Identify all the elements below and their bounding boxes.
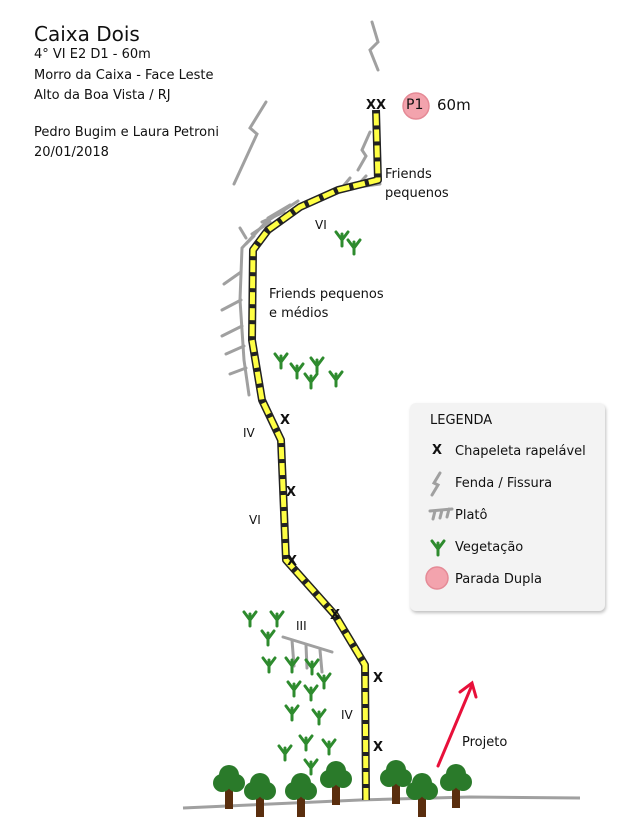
grade-label: VI xyxy=(249,513,261,527)
crack-icon xyxy=(430,471,442,497)
grade-label: IV xyxy=(341,708,353,722)
gear-note-middle-1: Friends pequenos xyxy=(269,287,384,302)
crack-icon xyxy=(368,20,380,72)
project-label: Projeto xyxy=(462,735,508,750)
ground-line xyxy=(182,795,581,810)
belay-circle-icon xyxy=(425,566,449,590)
bolt-x-icon: X xyxy=(286,485,297,500)
location-line-2: Alto da Boa Vista / RJ xyxy=(34,88,171,103)
gear-note-top-2: pequenos xyxy=(385,186,449,201)
authors: Pedro Bugim e Laura Petroni xyxy=(34,125,219,140)
anchor-double-bolt: XX xyxy=(366,98,387,113)
gear-note-middle-2: e médios xyxy=(269,306,329,321)
crack-icon xyxy=(232,100,268,186)
bolt-x-icon: X xyxy=(373,671,384,686)
bolt-x-icon: X xyxy=(287,554,298,569)
belay-circle-icon xyxy=(402,92,430,120)
bolt-x-icon: X xyxy=(330,608,341,623)
crack-icon xyxy=(356,130,372,172)
legend-item-crack: Fenda / Fissura xyxy=(455,476,553,491)
route-line xyxy=(248,109,382,801)
bolt-x-icon: X xyxy=(432,443,443,458)
lower-ledge-feature xyxy=(281,635,334,674)
grade-line: 4° VI E2 D1 - 60m xyxy=(34,47,151,62)
vegetation-icon xyxy=(430,539,446,557)
legend-item-ledge: Platô xyxy=(455,508,488,523)
bolt-x-icon: X xyxy=(373,740,384,755)
grade-label: III xyxy=(296,619,307,633)
belay-label: P1 xyxy=(406,97,424,113)
date: 20/01/2018 xyxy=(34,145,109,160)
legend-item-vegetation: Vegetação xyxy=(455,540,524,555)
grade-label: VI xyxy=(315,218,327,232)
project-arrow xyxy=(436,680,478,768)
rock-edge-feature xyxy=(220,199,300,397)
pitch-length: 60m xyxy=(437,96,471,114)
ledge-icon xyxy=(428,507,454,521)
location-line-1: Morro da Caixa - Face Leste xyxy=(34,68,214,83)
legend-title: LEGENDA xyxy=(430,413,493,428)
gear-note-top-1: Friends xyxy=(385,167,432,182)
bolt-x-icon: X xyxy=(280,413,291,428)
legend-item-bolt: Chapeleta rapelável xyxy=(455,444,586,459)
grade-label: IV xyxy=(243,426,255,440)
topo-title: Caixa Dois xyxy=(34,22,140,46)
legend-item-belay: Parada Dupla xyxy=(455,572,542,587)
legend-panel: LEGENDA X Chapeleta rapelável Fenda / Fi… xyxy=(410,403,605,611)
